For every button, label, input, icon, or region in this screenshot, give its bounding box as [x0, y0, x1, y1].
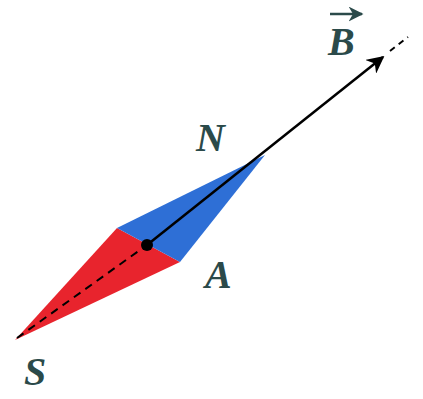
- point-label: A: [205, 255, 232, 295]
- vector-arrow-symbol: [330, 13, 362, 16]
- field-symbol: B: [328, 22, 355, 62]
- field-vector: [147, 57, 383, 245]
- axis-dashed: [17, 245, 147, 338]
- pole-label: N: [196, 118, 225, 158]
- pivot-dot: [141, 239, 153, 251]
- pole-label: S: [24, 352, 46, 392]
- field-extension: [390, 37, 408, 51]
